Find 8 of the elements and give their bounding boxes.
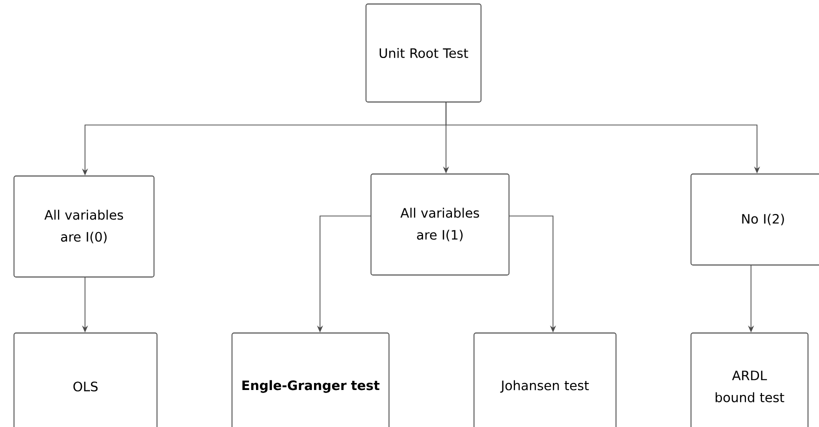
- process-box: Engle-Granger test: [232, 332, 390, 427]
- process-box: Unit Root Test: [366, 4, 482, 102]
- process-box: No I(2): [690, 174, 819, 266]
- process-box: All variables are I(0): [14, 176, 154, 278]
- process-box: ARDL bound test: [690, 332, 808, 427]
- process-box: Johansen test: [474, 332, 616, 427]
- process-box: OLS: [14, 332, 158, 427]
- process-box: All variables are I(1): [370, 174, 510, 276]
